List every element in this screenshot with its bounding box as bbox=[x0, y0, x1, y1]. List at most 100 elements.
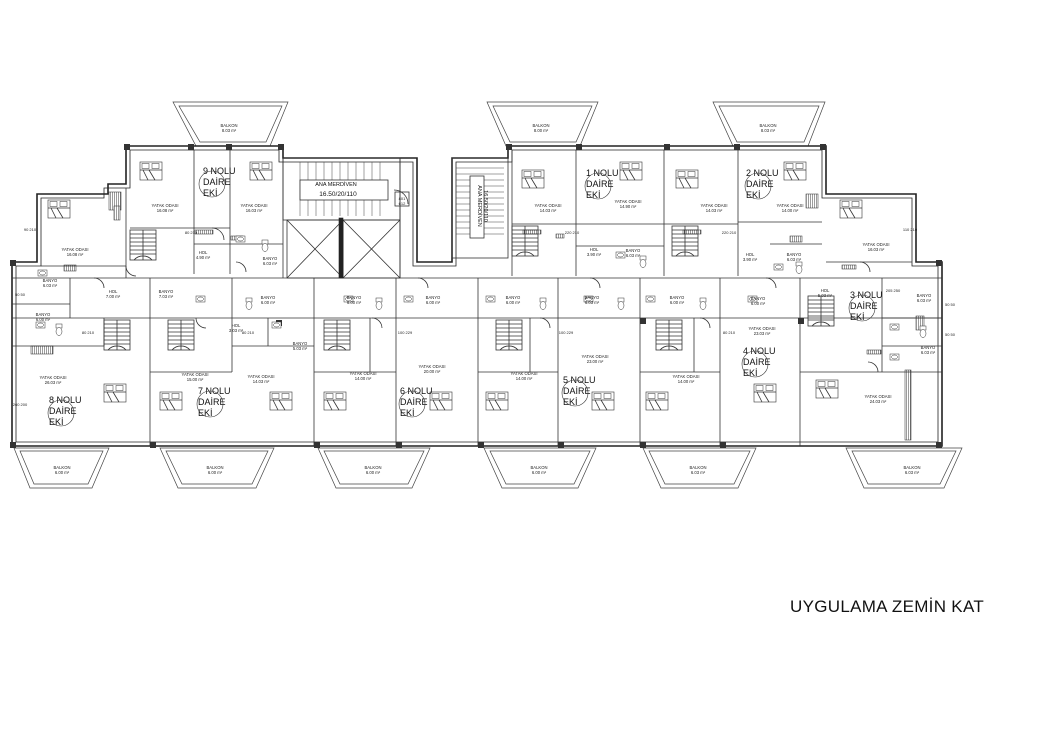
unit-label-6: 6 NOLU DAİRE EKİ bbox=[400, 386, 433, 418]
svg-text:BALKON: BALKON bbox=[54, 465, 71, 470]
svg-text:BANYO: BANYO bbox=[585, 295, 600, 300]
svg-text:6.03 m²: 6.03 m² bbox=[917, 298, 932, 303]
svg-text:DAİRE: DAİRE bbox=[746, 179, 774, 189]
svg-text:7 NOLU: 7 NOLU bbox=[198, 386, 231, 396]
svg-text:8 NOLU: 8 NOLU bbox=[49, 395, 82, 405]
svg-text:BANYO: BANYO bbox=[751, 296, 766, 301]
svg-text:14.00 m²: 14.00 m² bbox=[678, 379, 695, 384]
svg-text:24.03 m²: 24.03 m² bbox=[870, 399, 887, 404]
svg-text:6.00 m²: 6.00 m² bbox=[208, 470, 223, 475]
svg-text:EKİ: EKİ bbox=[400, 408, 415, 418]
svg-text:4.90 m²: 4.90 m² bbox=[196, 255, 211, 260]
svg-text:205 250: 205 250 bbox=[886, 288, 901, 293]
svg-text:6.03 m²: 6.03 m² bbox=[43, 283, 58, 288]
svg-text:EKİ: EKİ bbox=[850, 312, 865, 322]
svg-text:80 210: 80 210 bbox=[723, 330, 736, 335]
svg-text:BALKON: BALKON bbox=[531, 465, 548, 470]
svg-text:DAİRE: DAİRE bbox=[400, 397, 428, 407]
balcony-bottom-6 bbox=[845, 447, 963, 489]
svg-text:BANYO: BANYO bbox=[43, 278, 58, 283]
main-stair: 801 612 bbox=[282, 157, 410, 221]
door-dimension-tags: 90 210 80 210 220 210 220 210 110 210 50… bbox=[13, 227, 956, 407]
svg-text:8.03 m²: 8.03 m² bbox=[222, 128, 237, 133]
plan-title: UYGULAMA ZEMİN KAT bbox=[790, 597, 985, 616]
svg-text:YATAK ODASI: YATAK ODASI bbox=[419, 364, 446, 369]
svg-text:EKİ: EKİ bbox=[563, 397, 578, 407]
svg-text:6.00 m²: 6.00 m² bbox=[261, 300, 276, 305]
svg-text:YATAK ODASI: YATAK ODASI bbox=[248, 374, 275, 379]
svg-text:90 210: 90 210 bbox=[24, 227, 37, 232]
svg-text:YATAK ODASI: YATAK ODASI bbox=[863, 242, 890, 247]
svg-text:6.03 m²: 6.03 m² bbox=[691, 470, 706, 475]
svg-text:6 NOLU: 6 NOLU bbox=[400, 386, 433, 396]
svg-text:BANYO: BANYO bbox=[787, 252, 802, 257]
svg-text:6.00 m²: 6.00 m² bbox=[366, 470, 381, 475]
svg-text:5 NOLU: 5 NOLU bbox=[563, 375, 596, 385]
svg-text:14.03 m²: 14.03 m² bbox=[540, 208, 557, 213]
svg-text:8.03 m²: 8.03 m² bbox=[761, 128, 776, 133]
svg-text:BALKON: BALKON bbox=[904, 465, 921, 470]
building-outline bbox=[11, 145, 943, 447]
svg-text:YATAK ODASI: YATAK ODASI bbox=[182, 372, 209, 377]
svg-text:DAİRE: DAİRE bbox=[743, 357, 771, 367]
svg-text:YATAK ODASI: YATAK ODASI bbox=[535, 203, 562, 208]
svg-text:612: 612 bbox=[399, 201, 406, 206]
svg-text:6.03 m²: 6.03 m² bbox=[905, 470, 920, 475]
svg-text:14.90 m²: 14.90 m² bbox=[620, 204, 637, 209]
balcony-bottom-3 bbox=[317, 447, 431, 489]
main-stair-label: ANA MERDİVEN bbox=[315, 181, 357, 188]
svg-text:YATAK ODASI: YATAK ODASI bbox=[749, 326, 776, 331]
svg-text:80 210: 80 210 bbox=[185, 230, 198, 235]
svg-text:16.03 m²: 16.03 m² bbox=[868, 247, 885, 252]
svg-text:HOL: HOL bbox=[109, 289, 118, 294]
svg-text:DAİRE: DAİRE bbox=[203, 177, 231, 187]
unit-label-1: 1 NOLU DAİRE EKİ bbox=[586, 168, 619, 200]
svg-text:14.03 m²: 14.03 m² bbox=[253, 379, 270, 384]
unit-label-2: 2 NOLU DAİRE EKİ bbox=[746, 168, 779, 200]
unit-label-4: 4 NOLU DAİRE EKİ bbox=[743, 346, 776, 378]
svg-text:4 NOLU: 4 NOLU bbox=[743, 346, 776, 356]
unit-markers bbox=[47, 170, 876, 427]
svg-text:100 229: 100 229 bbox=[559, 330, 574, 335]
svg-text:DAİRE: DAİRE bbox=[49, 406, 77, 416]
svg-text:6.00 m²: 6.00 m² bbox=[55, 470, 70, 475]
svg-text:YATAK ODASI: YATAK ODASI bbox=[152, 203, 179, 208]
svg-text:220 210: 220 210 bbox=[722, 230, 737, 235]
unit-label-3: 3 NOLU DAİRE EKİ bbox=[850, 290, 883, 322]
svg-text:14.00 m²: 14.00 m² bbox=[355, 376, 372, 381]
svg-text:HOL: HOL bbox=[232, 323, 241, 328]
svg-text:6.00 m²: 6.00 m² bbox=[347, 300, 362, 305]
svg-text:7.00 m²: 7.00 m² bbox=[106, 294, 121, 299]
svg-text:6.03 m²: 6.03 m² bbox=[585, 300, 600, 305]
svg-text:BANYO: BANYO bbox=[263, 256, 278, 261]
svg-text:EKİ: EKİ bbox=[49, 417, 64, 427]
bed-furniture bbox=[47, 161, 863, 411]
svg-text:DAİRE: DAİRE bbox=[198, 397, 226, 407]
svg-text:50 50: 50 50 bbox=[945, 332, 956, 337]
svg-text:YATAK ODASI: YATAK ODASI bbox=[350, 371, 377, 376]
unit-label-8: 8 NOLU DAİRE EKİ bbox=[49, 395, 82, 427]
secondary-stair bbox=[451, 157, 509, 259]
svg-text:16.08 m²: 16.08 m² bbox=[67, 252, 84, 257]
svg-text:BANYO: BANYO bbox=[36, 312, 51, 317]
svg-text:220 210: 220 210 bbox=[565, 230, 580, 235]
svg-text:BALKON: BALKON bbox=[760, 123, 777, 128]
svg-text:EKİ: EKİ bbox=[746, 190, 761, 200]
svg-text:BANYO: BANYO bbox=[261, 295, 276, 300]
svg-text:3.90 m²: 3.90 m² bbox=[587, 252, 602, 257]
svg-text:6.03 m²: 6.03 m² bbox=[921, 350, 936, 355]
svg-text:BANYO: BANYO bbox=[921, 345, 936, 350]
columns bbox=[10, 144, 942, 448]
svg-text:5.03 m²: 5.03 m² bbox=[818, 293, 833, 298]
svg-text:6.00 m²: 6.00 m² bbox=[670, 300, 685, 305]
svg-text:260 200: 260 200 bbox=[13, 402, 28, 407]
svg-text:YATAK ODASI: YATAK ODASI bbox=[62, 247, 89, 252]
elevator-shafts bbox=[286, 217, 401, 279]
svg-text:100 229: 100 229 bbox=[398, 330, 413, 335]
svg-text:6.00 m²: 6.00 m² bbox=[36, 317, 51, 322]
svg-text:BANYO: BANYO bbox=[626, 248, 641, 253]
svg-text:BALKON: BALKON bbox=[207, 465, 224, 470]
svg-text:16.08 m²: 16.08 m² bbox=[157, 208, 174, 213]
svg-text:YATAK ODASI: YATAK ODASI bbox=[777, 203, 804, 208]
